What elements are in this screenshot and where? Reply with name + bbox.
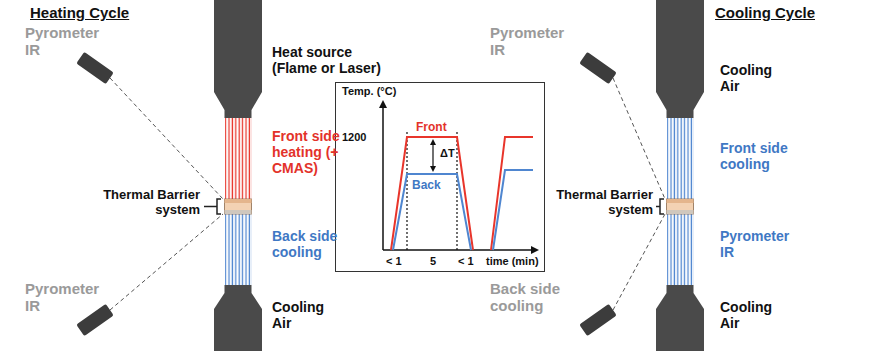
nozzle-outline <box>656 0 704 118</box>
zone-label: Front side cooling <box>720 140 804 172</box>
pyrometer-label: Pyrometer IR <box>490 24 572 59</box>
pyrometer-label: Back side cooling <box>490 280 572 315</box>
barrier-label: Thermal Barrier system <box>100 188 200 218</box>
nozzle-label: Cooling Air <box>720 299 790 331</box>
axis-label: Temp. (°C) <box>342 85 396 98</box>
zone-label: Front side heating (+ CMAS) <box>272 128 356 176</box>
panel-heading: Cooling Cycle <box>715 4 815 21</box>
thermal-barrier-sample <box>667 199 694 214</box>
cooling-air-nozzle: Cooling Air <box>656 285 704 351</box>
temperature-chart-frame: Temp. (°C) 1200 FrontΔT Back < 1 5 < 1 time (mi… <box>335 82 545 272</box>
barrier-label: Thermal Barrier system <box>553 188 653 218</box>
pyrometer-label: Pyrometer IR <box>25 24 107 59</box>
curve-label: Front <box>416 121 447 135</box>
pyrometer-label: Pyrometer IR <box>25 280 107 315</box>
cooling-air-nozzle: Cooling Air <box>656 0 704 118</box>
curve-label: Back <box>412 179 441 193</box>
nozzle-shape <box>656 285 704 351</box>
nozzle-outline <box>214 285 262 351</box>
nozzle-outline <box>656 285 704 351</box>
nozzle-label: Cooling Air <box>272 299 342 331</box>
axis-value: 5 <box>430 255 436 268</box>
nozzle-shape <box>214 285 262 351</box>
axis-value: < 1 <box>386 255 402 268</box>
zone-label: Back side cooling <box>272 228 356 260</box>
cooling-lines <box>667 214 694 285</box>
cooling-air-nozzle: Cooling Air <box>214 285 262 351</box>
temperature-chart <box>379 100 539 254</box>
axis-value: 1200 <box>342 131 366 144</box>
zone-label: Pyrometer IR <box>720 228 804 260</box>
heating-lines <box>225 118 252 199</box>
pyrometer-device <box>76 52 617 336</box>
nozzle-label: Cooling Air <box>720 62 790 94</box>
cooling-lines <box>225 214 252 285</box>
nozzle-shape <box>656 0 704 118</box>
nozzle-outline <box>214 0 262 118</box>
nozzle-shape <box>214 0 262 118</box>
cooling-lines <box>667 118 694 199</box>
axis-label: time (min) <box>486 255 539 268</box>
axis-value: < 1 <box>458 255 474 268</box>
nozzle-label: Heat source (Flame or Laser) <box>272 44 400 76</box>
panel-heading: Heating Cycle <box>30 4 129 21</box>
thermal-barrier-sample <box>225 199 252 214</box>
delta-label: ΔT <box>440 147 455 160</box>
heat-source-nozzle: Heat source (Flame or Laser) <box>214 0 262 118</box>
